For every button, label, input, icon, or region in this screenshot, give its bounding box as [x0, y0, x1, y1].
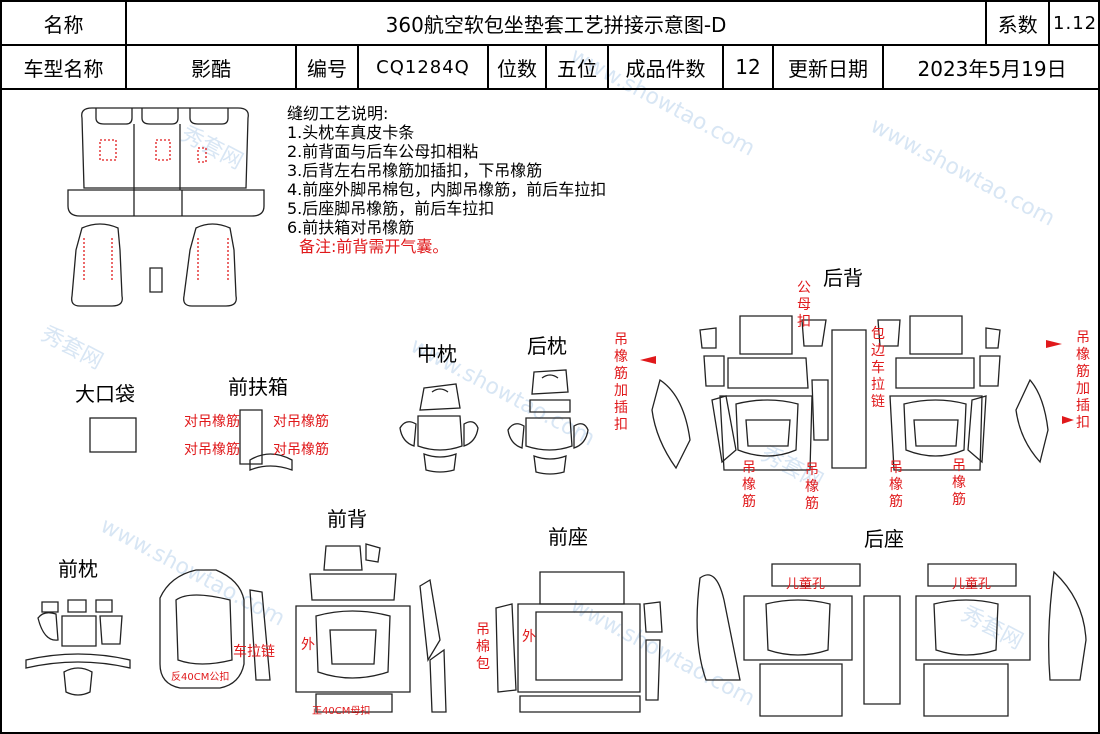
code-label: 编号 [295, 44, 359, 90]
annotation-male-female: 公母扣 [797, 280, 811, 330]
rear-back-pieces [640, 315, 1074, 471]
header-table: 名称 360航空软包坐垫套工艺拼接示意图-D 系数 1.12 车型名称 影酷 编… [0, 0, 1100, 90]
note-item: 6.前扶箱对吊橡筋 [287, 218, 415, 237]
front-armrest-pieces [239, 409, 293, 471]
annotation-front-back-female-buckle: 正40CM母扣 [312, 706, 371, 717]
label-front-pillow: 前枕 [58, 557, 98, 581]
coef-label: 系数 [985, 0, 1051, 46]
name-label: 名称 [0, 0, 127, 46]
annotation-front-seat-outer: 外 [522, 629, 536, 645]
note-item: 4.前座外脚吊棉包，内脚吊橡筋，前后车拉扣 [287, 180, 607, 199]
front-seat-pieces [495, 571, 663, 713]
front-pillow-pieces [25, 599, 131, 696]
annotation-rear-back-elastic: 吊橡筋 [889, 460, 903, 510]
rear-pillow-pieces [507, 369, 589, 475]
label-front-armrest: 前扶箱 [228, 375, 288, 399]
annotation-child-hole: 儿童孔 [952, 577, 992, 592]
model-label: 车型名称 [0, 44, 127, 90]
sheet-title: 360航空软包坐垫套工艺拼接示意图-D [124, 0, 988, 46]
label-big-pocket: 大口袋 [75, 382, 135, 406]
annotation-right-hook: 吊橡筋加插扣 [1076, 330, 1090, 431]
annotation-front-seat-cotton: 吊棉包 [476, 622, 490, 672]
annotation-armrest-elastic: 对吊橡筋 [184, 442, 240, 458]
annotation-left-hook: 吊橡筋加插扣 [614, 332, 628, 433]
label-rear-pillow: 后枕 [527, 334, 567, 358]
notes-heading: 缝纫工艺说明: [287, 104, 389, 123]
position-value: 五位 [545, 44, 609, 90]
seat-overview-sketch [67, 107, 265, 307]
annotation-front-back-male-buckle: 反40CM公扣 [171, 672, 230, 683]
big-pocket-shape [89, 417, 137, 453]
rear-seat-pieces [696, 563, 1087, 717]
annotation-child-hole: 儿童孔 [786, 577, 826, 592]
label-front-seat: 前座 [548, 525, 588, 549]
position-label: 位数 [487, 44, 547, 90]
annotation-front-back-outer: 外 [301, 637, 315, 653]
annotation-edge-zip: 包边车拉链 [871, 326, 885, 410]
annotation-armrest-elastic: 对吊橡筋 [273, 414, 329, 430]
update-label: 更新日期 [772, 44, 884, 90]
note-item: 3.后背左右吊橡筋加插扣，下吊橡筋 [287, 161, 543, 180]
sewing-notes: 缝纫工艺说明: 1.头枕车真皮卡条 2.前背面与后车公母扣相粘 3.后背左右吊橡… [287, 104, 606, 256]
code-value: CQ1284Q [357, 44, 489, 90]
note-item: 5.后座脚吊橡筋，前后车拉扣 [287, 199, 495, 218]
label-rear-seat: 后座 [864, 527, 904, 551]
label-front-back: 前背 [327, 507, 367, 531]
middle-pillow-pieces [399, 383, 479, 473]
note-item: 2.前背面与后车公母扣相粘 [287, 142, 479, 161]
label-middle-pillow: 中枕 [417, 342, 457, 366]
update-value: 2023年5月19日 [881, 44, 1100, 90]
front-back-pieces [159, 543, 447, 713]
model-value: 影酷 [125, 44, 297, 90]
annotation-armrest-elastic: 对吊橡筋 [273, 442, 329, 458]
notes-remark: 备注:前背需开气囊。 [299, 237, 449, 256]
note-item: 1.头枕车真皮卡条 [287, 123, 415, 142]
pieces-label: 成品件数 [607, 44, 724, 90]
label-rear-back: 后背 [823, 266, 863, 290]
annotation-armrest-elastic: 对吊橡筋 [184, 414, 240, 430]
pieces-value: 12 [722, 44, 774, 90]
annotation-front-back-zipper: 车拉链 [233, 644, 275, 660]
annotation-rear-back-elastic: 吊橡筋 [805, 462, 819, 512]
annotation-rear-back-elastic: 吊橡筋 [952, 458, 966, 508]
annotation-rear-back-elastic: 吊橡筋 [742, 460, 756, 510]
coef-value: 1.12 [1048, 0, 1100, 46]
